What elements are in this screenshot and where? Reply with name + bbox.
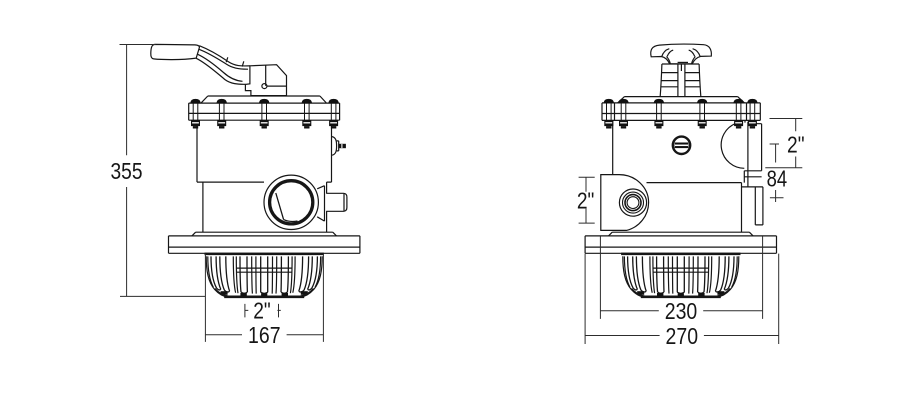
svg-text:230: 230: [665, 298, 698, 324]
svg-text:84: 84: [767, 166, 788, 192]
svg-text:2": 2": [787, 131, 805, 157]
svg-text:167: 167: [248, 322, 281, 348]
svg-text:270: 270: [666, 323, 699, 349]
svg-text:2": 2": [577, 188, 595, 214]
svg-text:2": 2": [253, 298, 271, 324]
svg-text:355: 355: [111, 158, 143, 184]
